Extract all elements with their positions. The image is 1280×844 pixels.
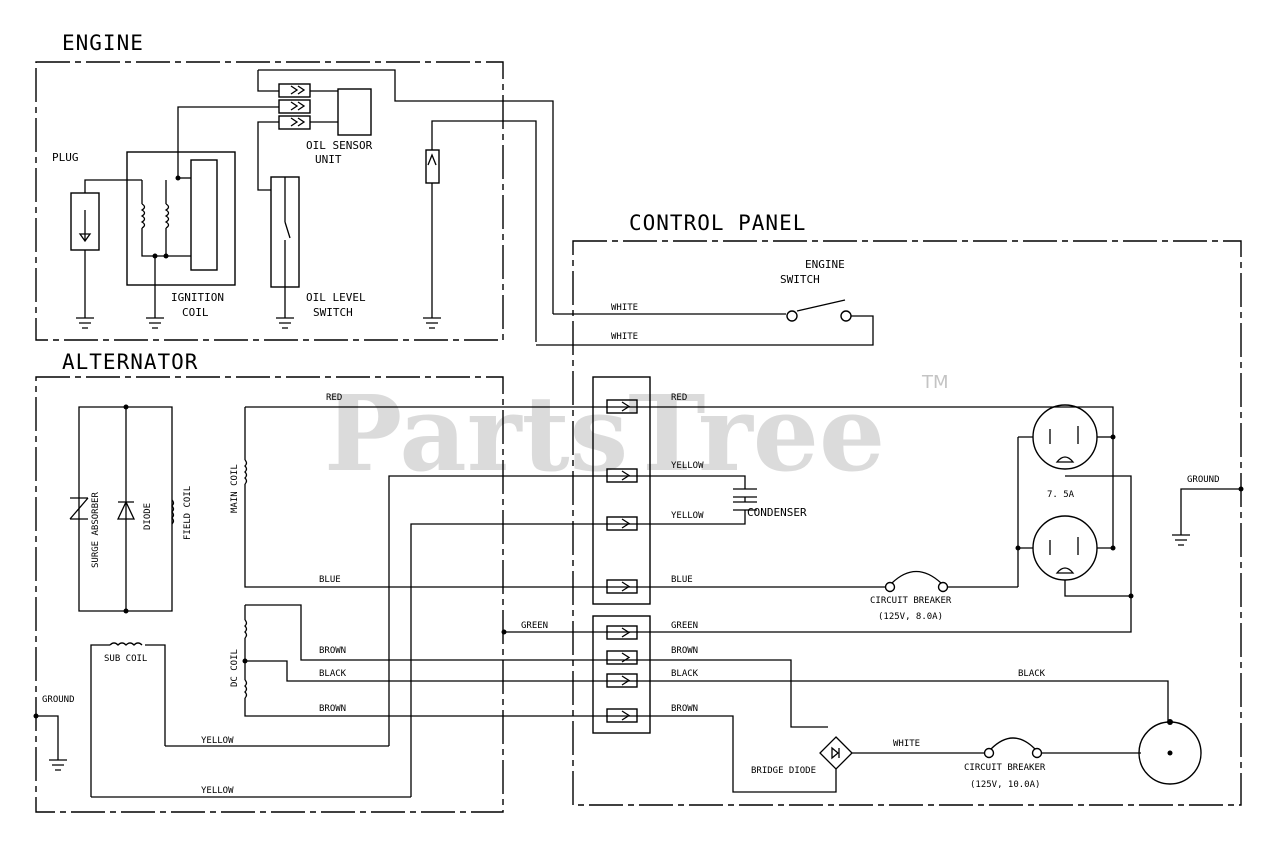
wire-label-yellow-sub: YELLOW <box>201 736 234 746</box>
wire-label-red: RED <box>326 393 342 403</box>
wire-label-black-right: BLACK <box>1018 669 1046 679</box>
receptacle-rating-label: 7. 5A <box>1047 490 1075 500</box>
control-panel-title: CONTROL PANEL <box>629 211 806 235</box>
wire-label-yellow-1: YELLOW <box>671 461 704 471</box>
ac-breaker-label-1: CIRCUIT BREAKER <box>870 596 952 606</box>
wire-label-black-panel: BLACK <box>671 669 699 679</box>
surge-absorber-label: SURGE ABSORBER <box>91 492 101 568</box>
ac-receptacles <box>948 404 1134 599</box>
sub-coil-label: SUB COIL <box>104 654 147 664</box>
watermark-tm: TM <box>921 372 949 393</box>
wire-label-brown-2-panel: BROWN <box>671 704 698 714</box>
wire-label-yellow-bottom: YELLOW <box>201 786 234 796</box>
ignition-coil-label-1: IGNITION <box>171 291 224 304</box>
bridge-diode-label: BRIDGE DIODE <box>751 766 816 776</box>
field-coil-label: FIELD COIL <box>183 486 193 540</box>
engine-switch <box>536 299 874 346</box>
wire-label-red-panel: RED <box>671 393 687 403</box>
ac-breaker-label-2: (125V, 8.0A) <box>878 612 943 622</box>
oil-sensor-label-2: UNIT <box>315 153 342 166</box>
ac-circuit-breaker <box>884 570 949 593</box>
wire-label-blue-panel: BLUE <box>671 575 693 585</box>
dc-coil-label: DC COIL <box>230 649 240 687</box>
engine-title: ENGINE <box>62 31 144 55</box>
engine-wiring <box>70 69 554 342</box>
oil-sensor-label-1: OIL SENSOR <box>306 139 373 152</box>
control-panel-section-box <box>572 240 1242 806</box>
ignition-coil-label-2: COIL <box>182 306 209 319</box>
condenser-label: CONDENSER <box>747 506 807 519</box>
main-coil-label: MAIN COIL <box>230 464 240 513</box>
wire-label-white-top: WHITE <box>611 303 638 313</box>
wire-label-white-bottom: WHITE <box>611 332 638 342</box>
wire-label-black: BLACK <box>319 669 347 679</box>
plug-label: PLUG <box>52 151 79 164</box>
dc-breaker-label-1: CIRCUIT BREAKER <box>964 763 1046 773</box>
alternator-section-box <box>35 376 504 813</box>
dc-circuit <box>819 719 1202 785</box>
panel-ground-label: GROUND <box>1187 475 1220 485</box>
wire-label-brown-2: BROWN <box>319 704 346 714</box>
wire-label-brown-1: BROWN <box>319 646 346 656</box>
engine-switch-label-1: ENGINE <box>805 258 845 271</box>
engine-section-box <box>35 61 504 341</box>
oil-level-switch-label-2: SWITCH <box>313 306 353 319</box>
wire-label-brown-1-panel: BROWN <box>671 646 698 656</box>
engine-switch-label-2: SWITCH <box>780 273 820 286</box>
wire-label-white-dc: WHITE <box>893 739 920 749</box>
wire-label-blue: BLUE <box>319 575 341 585</box>
alternator-wiring <box>33 404 1169 798</box>
oil-level-switch-label-1: OIL LEVEL <box>306 291 366 304</box>
panel-ground <box>1172 486 1244 546</box>
wire-label-green-panel: GREEN <box>671 621 698 631</box>
alternator-ground-label: GROUND <box>42 695 75 705</box>
dc-breaker-label-2: (125V, 10.0A) <box>970 780 1040 790</box>
diode-label: DIODE <box>143 503 153 530</box>
wire-label-yellow-2: YELLOW <box>671 511 704 521</box>
watermark: PartsTree <box>324 372 885 495</box>
wire-label-green: GREEN <box>521 621 548 631</box>
alternator-title: ALTERNATOR <box>62 350 198 374</box>
